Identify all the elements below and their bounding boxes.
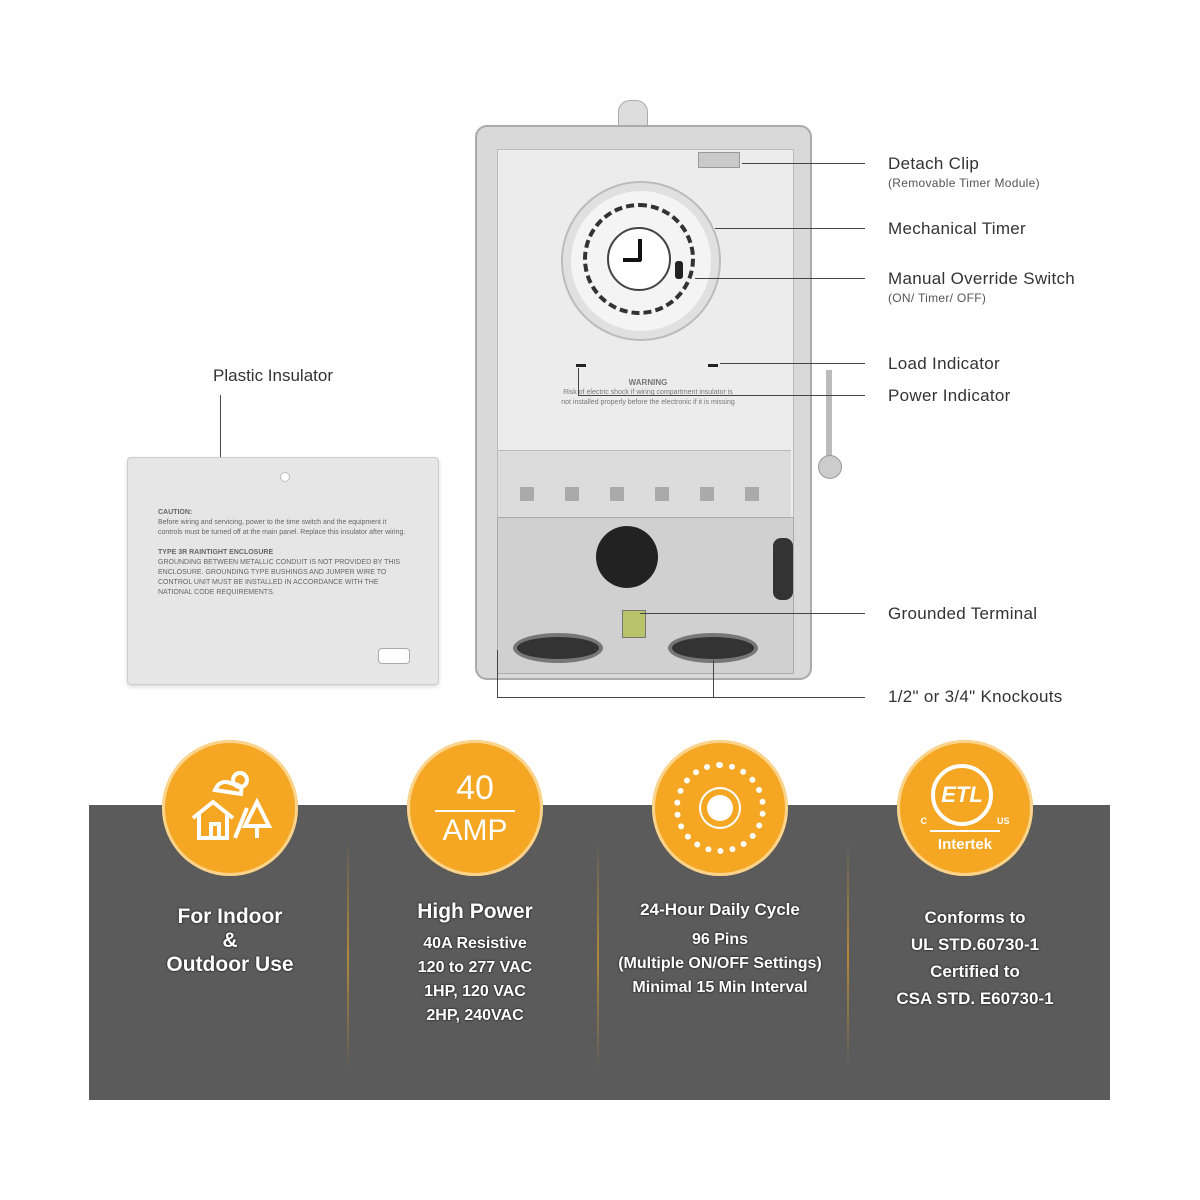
feature-indoor-outdoor: For Indoor & Outdoor Use: [166, 905, 294, 976]
center-knockout: [596, 526, 658, 588]
timer-dial-icon: [674, 762, 766, 854]
insulator-hole: [280, 472, 290, 482]
warning-title: WARNING: [628, 378, 668, 387]
callout-knockouts: 1/2" or 3/4" Knockouts: [888, 687, 1063, 706]
bottom-knockout-left: [513, 633, 603, 663]
feature-high-power: High Power 40A Resistive 120 to 277 VAC …: [417, 900, 533, 1024]
callout-load-indicator: Load Indicator: [888, 354, 1000, 373]
callout-power-indicator: Power Indicator: [888, 386, 1011, 405]
type-body: GROUNDING BETWEEN METALLIC CONDUIT IS NO…: [158, 559, 401, 596]
key-tool: [826, 370, 832, 465]
override-switch: [675, 261, 683, 279]
divider: [597, 840, 599, 1070]
plastic-insulator-label: Plastic Insulator: [213, 366, 333, 385]
detach-clip: [698, 152, 740, 168]
etl-logo: ETL: [930, 763, 993, 826]
amp-number: 40: [456, 768, 494, 807]
feature-daily-cycle: 24-Hour Daily Cycle 96 Pins (Multiple ON…: [618, 900, 822, 996]
amp-badge: 40 AMP: [407, 740, 543, 876]
mechanical-timer-dial: [561, 181, 721, 341]
timer-panel: WARNING Risk of electric shock if wiring…: [497, 149, 794, 519]
plastic-insulator: CAUTION: Before wiring and servicing, po…: [127, 457, 439, 685]
etl-badge: C ETL US Intertek: [897, 740, 1033, 876]
etl-brand: Intertek: [937, 835, 993, 853]
caution-title: CAUTION:: [158, 509, 193, 516]
power-indicator: [576, 364, 586, 367]
insulator-tab: [378, 648, 410, 664]
callout-grounded-terminal: Grounded Terminal: [888, 604, 1038, 623]
bottom-knockout-right: [668, 633, 758, 663]
clock-face: [607, 227, 671, 291]
divider: [347, 840, 349, 1070]
warning-body: Risk of electric shock if wiring compart…: [561, 389, 735, 406]
amp-unit: AMP: [442, 813, 508, 847]
load-indicator: [708, 364, 718, 367]
wiring-compartment: [497, 517, 794, 674]
insulator-callout-line: [220, 395, 221, 467]
type-title: TYPE 3R RAINTIGHT ENCLOSURE: [158, 549, 274, 556]
divider: [847, 840, 849, 1070]
caution-body: Before wiring and servicing, power to th…: [158, 519, 406, 536]
etl-c: C: [920, 815, 927, 826]
house-tree-weather-icon: [191, 771, 273, 840]
enclosure: WARNING Risk of electric shock if wiring…: [475, 125, 812, 680]
grounded-terminal: [622, 610, 646, 638]
callout-override-switch: Manual Override Switch(ON/ Timer/ OFF): [888, 269, 1076, 305]
terminal-screws: [520, 487, 770, 501]
indoor-outdoor-badge: [162, 740, 298, 876]
etl-us: US: [996, 815, 1010, 826]
callout-mechanical-timer: Mechanical Timer: [888, 219, 1027, 238]
callout-detach-clip: Detach Clip(Removable Timer Module): [888, 154, 1040, 190]
timer-badge: [652, 740, 788, 876]
feature-certification: Conforms to UL STD.60730-1 Certified to …: [896, 908, 1054, 1008]
side-knockout: [773, 538, 793, 600]
lightning-divider-icon: [435, 809, 515, 812]
